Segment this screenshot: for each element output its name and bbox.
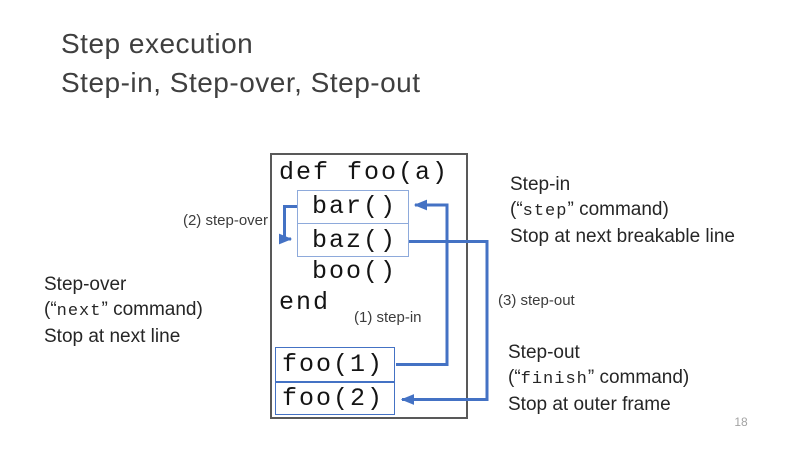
code-line-boo: boo() [312,257,398,286]
annotation-step-in-detail: Stop at next breakable line [510,226,735,247]
command-name-step: step [522,202,568,221]
annotation-step-over-detail: Stop at next line [44,326,181,347]
label-step-out: (3) step-out [498,292,575,309]
annotation-step-out-command: (“finish” command) [508,367,690,389]
annotation-step-in-command: (“step” command) [510,199,669,221]
command-name-next: next [56,302,102,321]
annotation-step-over-title: Step-over [44,274,127,295]
code-line-bar: bar() [312,192,398,222]
code-line-baz: baz() [312,225,398,255]
code-line-def-foo: def foo(a) [279,158,450,187]
annotation-step-out: Step-out (“finish” command) Stop at oute… [508,340,689,417]
annotation-step-over: Step-over (“next” command) Stop at next … [44,272,203,349]
slide-title: Step execution Step-in, Step-over, Step-… [61,24,421,102]
command-name-finish: finish [520,370,588,389]
label-step-in: (1) step-in [354,309,422,326]
call-lines-box: bar() baz() [297,190,409,257]
annotation-step-out-title: Step-out [508,342,580,363]
stack-frame-foo1: foo(1) [275,347,395,382]
annotation-step-out-detail: Stop at outer frame [508,394,671,415]
stack-frame-foo2: foo(2) [275,382,395,415]
annotation-step-in: Step-in (“step” command) Stop at next br… [510,172,735,249]
code-line-end: end [279,288,331,317]
label-step-over: (2) step-over [182,212,268,229]
title-line-2: Step-in, Step-over, Step-out [61,67,421,98]
title-line-1: Step execution [61,28,254,59]
annotation-step-over-command: (“next” command) [44,299,203,321]
annotation-step-in-title: Step-in [510,174,571,195]
page-number: 18 [734,415,748,429]
call-box-divider [298,222,408,225]
